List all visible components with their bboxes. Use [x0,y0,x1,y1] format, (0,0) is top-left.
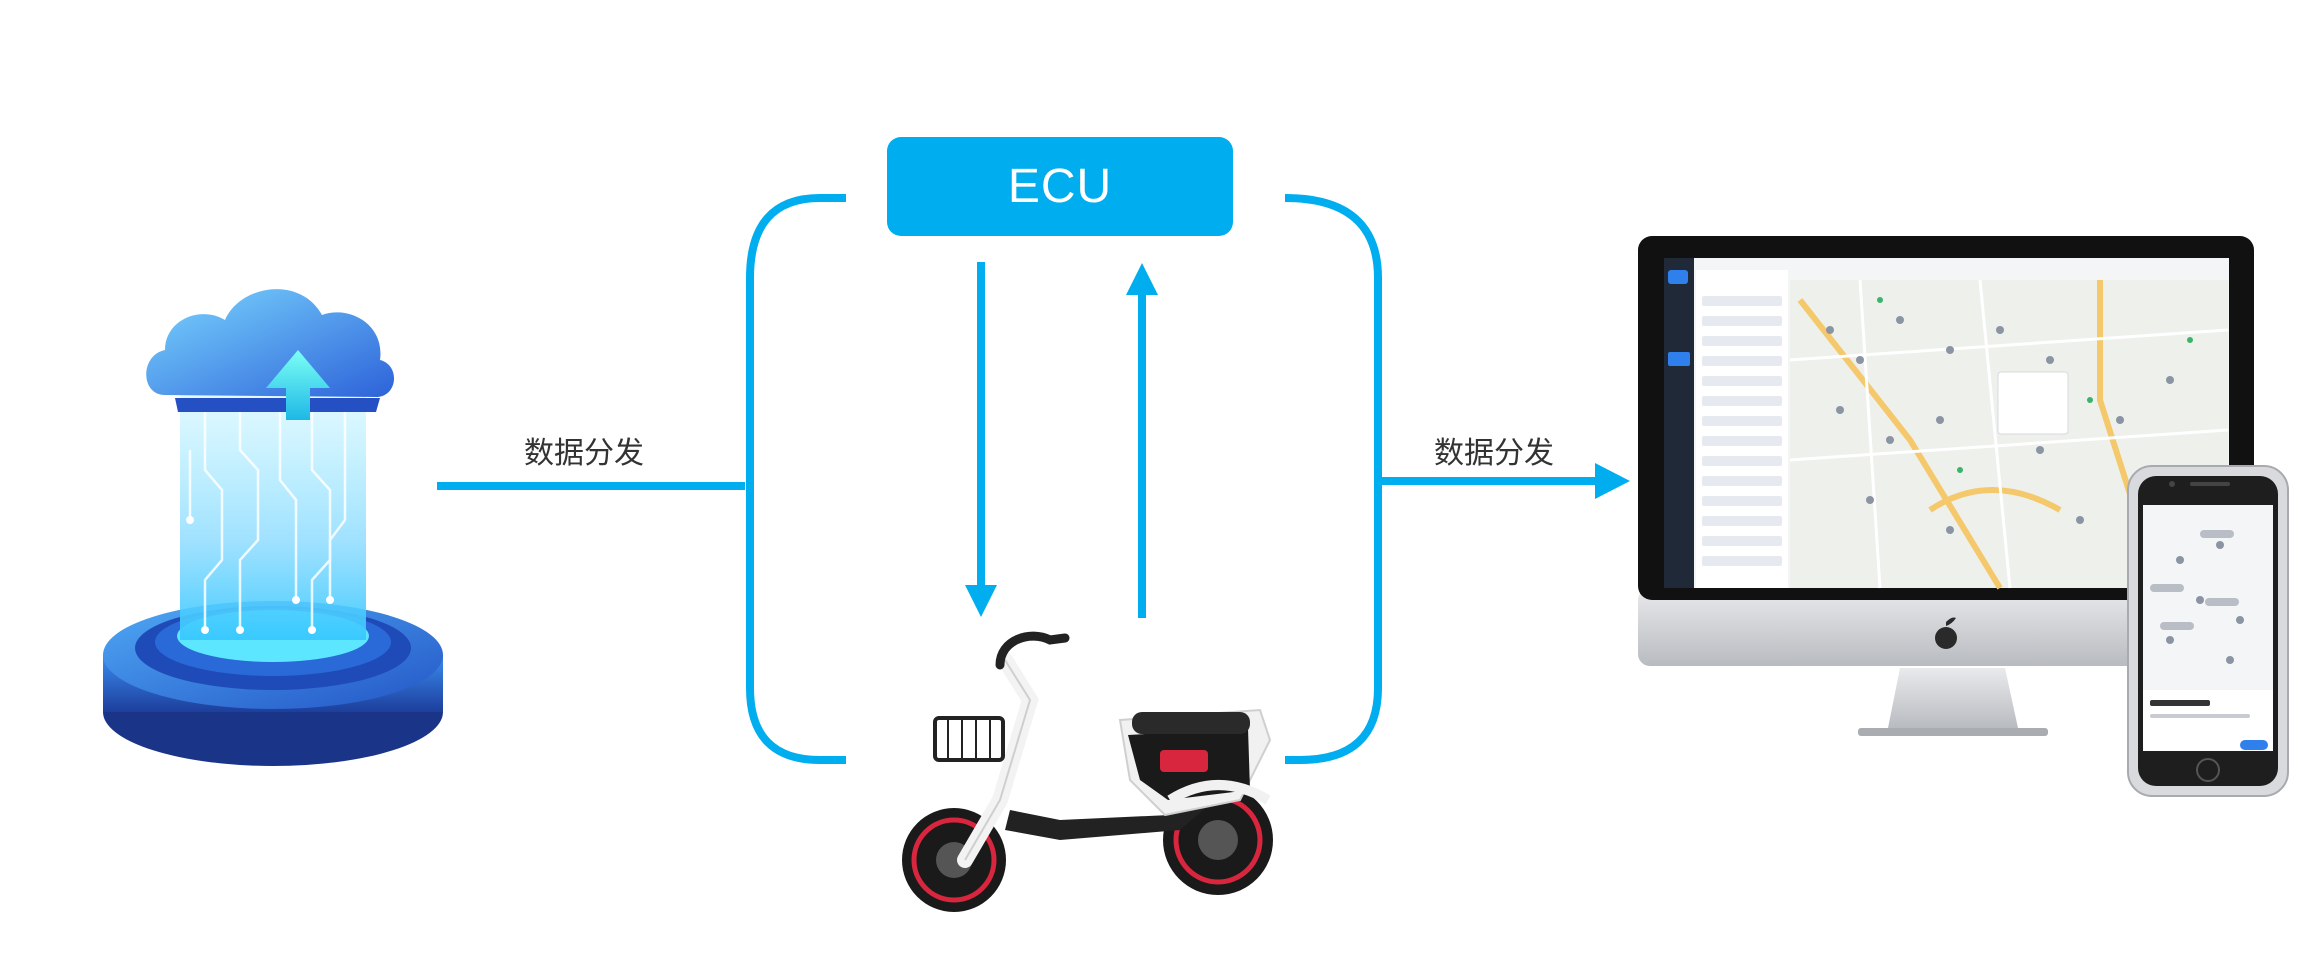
flow-label-right: 数据分发 [1434,436,1554,471]
ecu-up-arrow [1126,263,1158,618]
ecu-down-arrow [965,262,997,617]
ecu-box: ECU [887,137,1233,236]
electric-scooter [902,631,1273,912]
smartphone [2127,465,2289,797]
flow-arrow-head-right [1595,463,1630,499]
ecu-label: ECU [1007,160,1113,213]
desktop-monitor [1638,236,2254,736]
flow-label-left: 数据分发 [524,436,644,471]
system-bracket [746,194,1382,764]
cloud-server-icon [103,289,443,766]
